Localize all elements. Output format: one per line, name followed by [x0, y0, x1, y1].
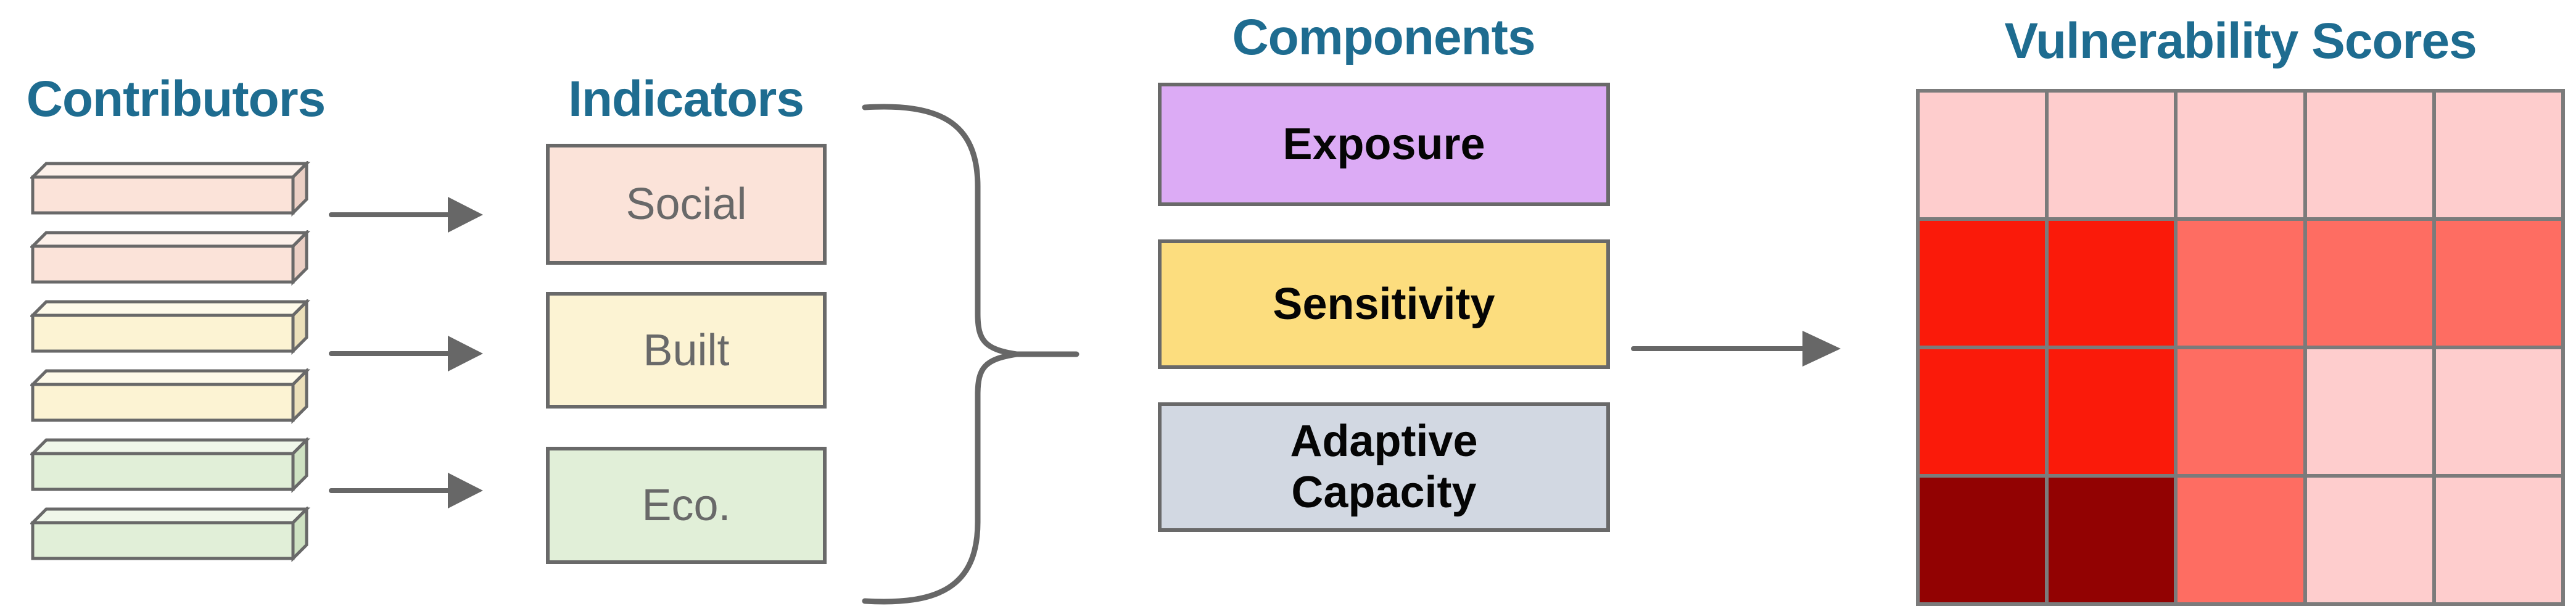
grid-cell-r1c5: [2435, 93, 2561, 217]
grid-cell-r1c3: [2178, 93, 2303, 217]
vulnerability-score-grid: [1916, 89, 2565, 606]
indicators-heading: Indicators: [568, 71, 804, 127]
grid-cell-r3c2: [2049, 349, 2174, 474]
grid-cell-r3c4: [2306, 349, 2432, 474]
indicator-label: Built: [643, 325, 730, 375]
bar-top-face: [30, 438, 311, 455]
vulnerability-scores-heading: Vulnerability Scores: [2004, 13, 2477, 69]
grid-cell-r3c3: [2178, 349, 2303, 474]
bar-front-face: [31, 383, 295, 422]
grid-cell-r2c4: [2306, 221, 2432, 346]
indicator-label: Social: [625, 180, 747, 229]
built-contributor-bar-1: [30, 299, 311, 355]
bar-front-face: [31, 452, 295, 491]
arrow-contributors-to-social: [329, 197, 483, 233]
grid-cell-r4c4: [2306, 478, 2432, 602]
bar-front-face: [31, 313, 295, 353]
grid-cell-r4c5: [2435, 478, 2561, 602]
indicator-box-social: Social: [546, 144, 827, 265]
component-box-exposure: Exposure: [1158, 83, 1610, 206]
grid-cell-r2c5: [2435, 221, 2561, 346]
bar-front-face: [31, 521, 295, 560]
grid-cell-r4c2: [2049, 478, 2174, 602]
indicator-label: Eco.: [642, 481, 731, 530]
grid-cell-r1c4: [2306, 93, 2432, 217]
grid-cell-r4c1: [1920, 478, 2046, 602]
contributors-heading: Contributors: [26, 71, 326, 127]
grid-cell-r2c2: [2049, 221, 2174, 346]
eco-contributor-bar-1: [30, 438, 311, 494]
grid-cell-r4c3: [2178, 478, 2303, 602]
social-contributor-bar-1: [30, 161, 311, 217]
arrow-components-to-scores: [1631, 331, 1841, 367]
grid-cell-r2c1: [1920, 221, 2046, 346]
component-box-adaptive-capacity: Adaptive Capacity: [1158, 402, 1610, 532]
component-label: Exposure: [1282, 119, 1485, 169]
arrow-contributors-to-built: [329, 336, 483, 371]
component-label: Adaptive Capacity: [1290, 417, 1478, 517]
grid-cell-r2c3: [2178, 221, 2303, 346]
bar-top-face: [30, 369, 311, 386]
indicator-box-built: Built: [546, 292, 827, 409]
grid-cell-r3c1: [1920, 349, 2046, 474]
component-label: Sensitivity: [1273, 279, 1495, 329]
component-box-sensitivity: Sensitivity: [1158, 239, 1610, 369]
bar-front-face: [31, 244, 295, 284]
bar-front-face: [31, 175, 295, 215]
eco-contributor-bar-2: [30, 507, 311, 563]
arrow-contributors-to-eco: [329, 473, 483, 508]
grid-cell-r1c1: [1920, 93, 2046, 217]
grid-cell-r3c5: [2435, 349, 2561, 474]
components-heading: Components: [1232, 9, 1535, 65]
built-contributor-bar-2: [30, 368, 311, 425]
grid-cell-r1c2: [2049, 93, 2174, 217]
grouping-brace: [862, 104, 1017, 605]
social-contributor-bar-2: [30, 230, 311, 286]
bar-top-face: [30, 162, 311, 179]
bar-top-face: [30, 507, 311, 525]
indicator-box-eco: Eco.: [546, 447, 827, 564]
bar-top-face: [30, 231, 311, 248]
bar-top-face: [30, 300, 311, 317]
